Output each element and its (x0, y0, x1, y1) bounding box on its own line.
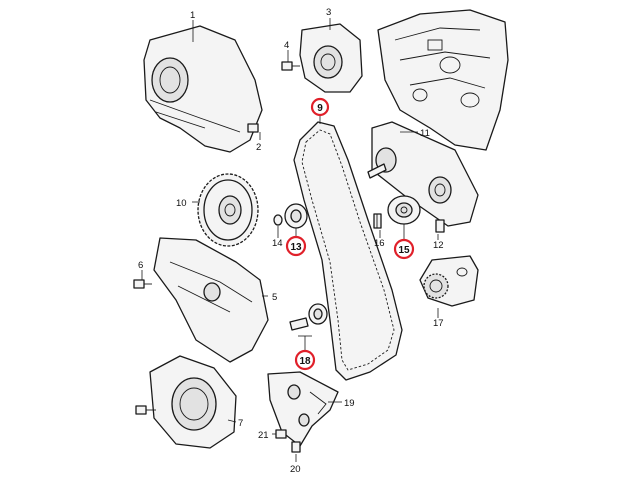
mount-bolt-21 (275, 429, 287, 439)
highlight-ring-15 (393, 238, 415, 260)
callout-5: 5 (272, 292, 277, 303)
callout-4: 4 (284, 40, 289, 51)
bracket-bolt (435, 219, 445, 233)
upper-timing-cover (143, 25, 263, 153)
leader-lines (141, 18, 439, 462)
water-pump (419, 255, 479, 307)
callout-6: 6 (138, 260, 143, 271)
callout-2: 2 (256, 142, 261, 153)
callout-20: 20 (290, 464, 301, 475)
tensioner-bracket (371, 121, 479, 227)
lower-timing-cover (149, 355, 237, 449)
cover-bolt-6 (133, 279, 152, 289)
washer (273, 214, 283, 226)
callout-10: 10 (176, 198, 187, 209)
engine-mount-bracket (267, 371, 339, 447)
highlight-ring-18 (294, 349, 316, 371)
cover-bolt-lower (135, 405, 156, 415)
callout-12: 12 (433, 240, 444, 251)
cover-bolt-4 (281, 61, 300, 71)
callout-1: 1 (190, 10, 195, 21)
engine-block (377, 9, 509, 151)
callout-17: 17 (433, 318, 444, 329)
callouts: 1 2 3 4 5 6 7 10 11 12 14 16 17 19 20 21 (138, 7, 444, 475)
highlight-9: 9 (310, 97, 330, 117)
callout-19: 19 (344, 398, 355, 409)
middle-timing-cover (153, 237, 269, 363)
highlight-label-15: 15 (398, 245, 410, 256)
roller-bolt (373, 213, 382, 229)
callout-21: 21 (258, 430, 269, 441)
cover-bolt-2 (247, 123, 259, 133)
idler-roller-upper (284, 203, 308, 229)
camshaft-sprocket (197, 173, 259, 247)
callout-16: 16 (374, 238, 385, 249)
timing-belt (293, 121, 403, 381)
mount-bolt-20 (291, 441, 301, 453)
highlight-ring-13 (285, 235, 307, 257)
highlighted-callouts: 9 13 15 18 (285, 97, 415, 371)
tensioner-roller (387, 195, 421, 225)
callout-3: 3 (326, 7, 331, 18)
highlight-label-13: 13 (290, 242, 302, 253)
highlight-ring-9 (310, 97, 330, 117)
highlight-15: 15 (393, 238, 415, 260)
highlight-label-18: 18 (299, 356, 311, 367)
highlight-13: 13 (285, 235, 307, 257)
callout-14: 14 (272, 238, 283, 249)
callout-7: 7 (238, 418, 243, 429)
highlight-label-9: 9 (317, 103, 323, 114)
idler-roller-lower (289, 303, 328, 331)
rear-cover-small (299, 23, 363, 93)
callout-11: 11 (420, 128, 430, 139)
tensioner-bolt (367, 163, 387, 179)
highlight-18: 18 (294, 349, 316, 371)
